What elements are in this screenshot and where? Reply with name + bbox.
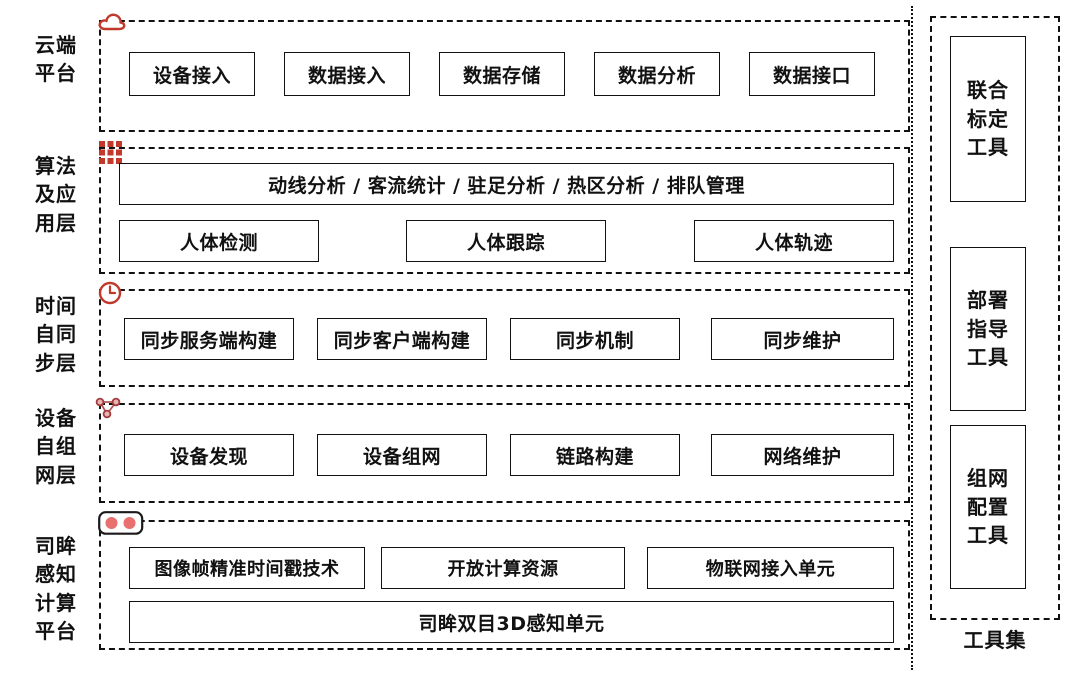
cell-human-detection[interactable]: 人体检测 <box>119 220 319 262</box>
cell-iot-access-unit[interactable]: 物联网接入单元 <box>647 547 894 589</box>
cell-label: 图像帧精准时间戳技术 <box>154 559 340 580</box>
cell-label: 链路构建 <box>555 445 634 468</box>
cell-label: 设备发现 <box>169 445 248 468</box>
cell-analytics-suite[interactable]: 动线分析 / 客流统计 / 驻足分析 / 热区分析 / 排队管理 <box>119 163 894 205</box>
tool-label-line: 联合 <box>967 78 1009 103</box>
layer-label-algorithm-application-layer: 算法 及应 用层 <box>18 152 94 237</box>
cell-label: 网络维护 <box>763 445 842 468</box>
layer-label-line: 网层 <box>35 462 77 487</box>
cell-label: 数据接口 <box>772 64 851 87</box>
cell-sync-mechanism[interactable]: 同步机制 <box>510 318 680 360</box>
cell-sync-maintenance[interactable]: 同步维护 <box>711 318 894 360</box>
cell-data-analysis[interactable]: 数据分析 <box>594 52 720 96</box>
layer-label-line: 计算 <box>35 590 77 615</box>
layer-box-device-self-network-layer: 设备发现 设备组网 链路构建 网络维护 <box>95 397 910 503</box>
tool-box-joint-calibration-tool[interactable]: 联合 标定 工具 <box>950 36 1026 202</box>
tool-label-line: 部署 <box>967 288 1009 313</box>
tool-box-network-config-tool[interactable]: 组网 配置 工具 <box>950 425 1026 589</box>
cell-open-compute-resource[interactable]: 开放计算资源 <box>381 547 625 589</box>
cell-label: 数据接入 <box>307 64 386 87</box>
cell-human-trajectory[interactable]: 人体轨迹 <box>694 220 894 262</box>
cell-label: 动线分析 / 客流统计 / 驻足分析 / 热区分析 / 排队管理 <box>268 174 745 197</box>
cell-device-access[interactable]: 设备接入 <box>129 52 255 96</box>
cell-label: 数据存储 <box>462 64 541 87</box>
cell-data-access[interactable]: 数据接入 <box>284 52 410 96</box>
cell-data-interface[interactable]: 数据接口 <box>749 52 875 96</box>
stereo-camera-icon <box>98 511 144 539</box>
layer-box-time-self-sync-layer: 同步服务端构建 同步客户端构建 同步机制 同步维护 <box>98 281 910 387</box>
cell-label: 同步服务端构建 <box>140 329 278 352</box>
tool-box-deployment-guidance-tool[interactable]: 部署 指导 工具 <box>950 247 1026 411</box>
cell-network-maintenance[interactable]: 网络维护 <box>711 434 894 476</box>
cloud-icon <box>97 10 127 38</box>
clock-icon <box>97 280 123 310</box>
layer-label-line: 云端 <box>35 33 77 57</box>
cell-sync-client-build[interactable]: 同步客户端构建 <box>317 318 487 360</box>
layer-label-line: 算法 <box>35 154 77 178</box>
cell-label: 人体检测 <box>179 231 258 254</box>
cell-label: 同步客户端构建 <box>333 329 471 352</box>
layer-label-line: 设备 <box>35 406 77 430</box>
cell-label: 设备组网 <box>362 445 441 468</box>
layer-label-cloud-platform: 云端 平台 <box>18 31 94 88</box>
cell-label: 人体轨迹 <box>754 231 833 254</box>
layer-label-line: 平台 <box>35 61 77 86</box>
tool-label-line: 配置 <box>967 494 1009 519</box>
cell-device-networking[interactable]: 设备组网 <box>317 434 487 476</box>
tool-label-line: 工具 <box>967 345 1009 370</box>
cell-image-frame-timestamp-tech[interactable]: 图像帧精准时间戳技术 <box>129 547 365 589</box>
layer-label-line: 平台 <box>35 619 77 644</box>
cell-label: 开放计算资源 <box>447 559 559 580</box>
cell-label: 同步机制 <box>555 329 634 352</box>
layer-label-line: 自同 <box>35 322 77 347</box>
layer-label-device-self-network-layer: 设备 自组 网层 <box>18 404 94 489</box>
cell-link-construction[interactable]: 链路构建 <box>510 434 680 476</box>
tool-label-line: 指导 <box>967 316 1009 341</box>
toolset-panel: 联合 标定 工具 部署 指导 工具 组网 配置 工具 <box>930 16 1060 620</box>
cell-label: 设备接入 <box>152 64 231 87</box>
layer-label-line: 自组 <box>35 434 77 459</box>
layer-label-line: 感知 <box>35 562 77 587</box>
layer-label-line: 时间 <box>35 294 77 318</box>
cell-label: 人体跟踪 <box>466 231 545 254</box>
tool-label-line: 组网 <box>967 466 1009 491</box>
layer-box-algorithm-application-layer: 动线分析 / 客流统计 / 驻足分析 / 热区分析 / 排队管理 人体检测 人体… <box>99 141 910 274</box>
layer-label-line: 步层 <box>35 350 77 375</box>
cell-label: 司眸双目3D感知单元 <box>418 612 605 635</box>
tool-label-line: 工具 <box>967 135 1009 160</box>
grid-dots-icon <box>98 140 124 170</box>
tool-label-line: 标定 <box>967 106 1009 131</box>
cell-device-discovery[interactable]: 设备发现 <box>124 434 294 476</box>
cell-data-storage[interactable]: 数据存储 <box>439 52 565 96</box>
network-topology-icon <box>94 395 124 425</box>
toolset-caption: 工具集 <box>963 628 1027 652</box>
layer-box-simu-perception-computing-platform: 图像帧精准时间戳技术 开放计算资源 物联网接入单元 司眸双目3D感知单元 <box>98 511 910 650</box>
cell-binocular-3d-perception-unit[interactable]: 司眸双目3D感知单元 <box>129 601 894 643</box>
layer-label-line: 司眸 <box>35 534 77 558</box>
cell-label: 同步维护 <box>763 329 842 352</box>
cell-human-tracking[interactable]: 人体跟踪 <box>406 220 606 262</box>
cell-label: 数据分析 <box>617 64 696 87</box>
cell-label: 物联网接入单元 <box>705 559 836 580</box>
layer-label-line: 用层 <box>35 210 77 235</box>
layer-label-line: 及应 <box>35 182 77 207</box>
tool-label-line: 工具 <box>967 523 1009 548</box>
cell-sync-server-build[interactable]: 同步服务端构建 <box>124 318 294 360</box>
layer-label-simu-perception-computing-platform: 司眸 感知 计算 平台 <box>18 532 94 646</box>
layer-box-cloud-platform: 设备接入 数据接入 数据存储 数据分析 数据接口 <box>98 13 910 132</box>
layer-label-time-self-sync-layer: 时间 自同 步层 <box>18 292 94 377</box>
vertical-separator <box>911 6 913 670</box>
